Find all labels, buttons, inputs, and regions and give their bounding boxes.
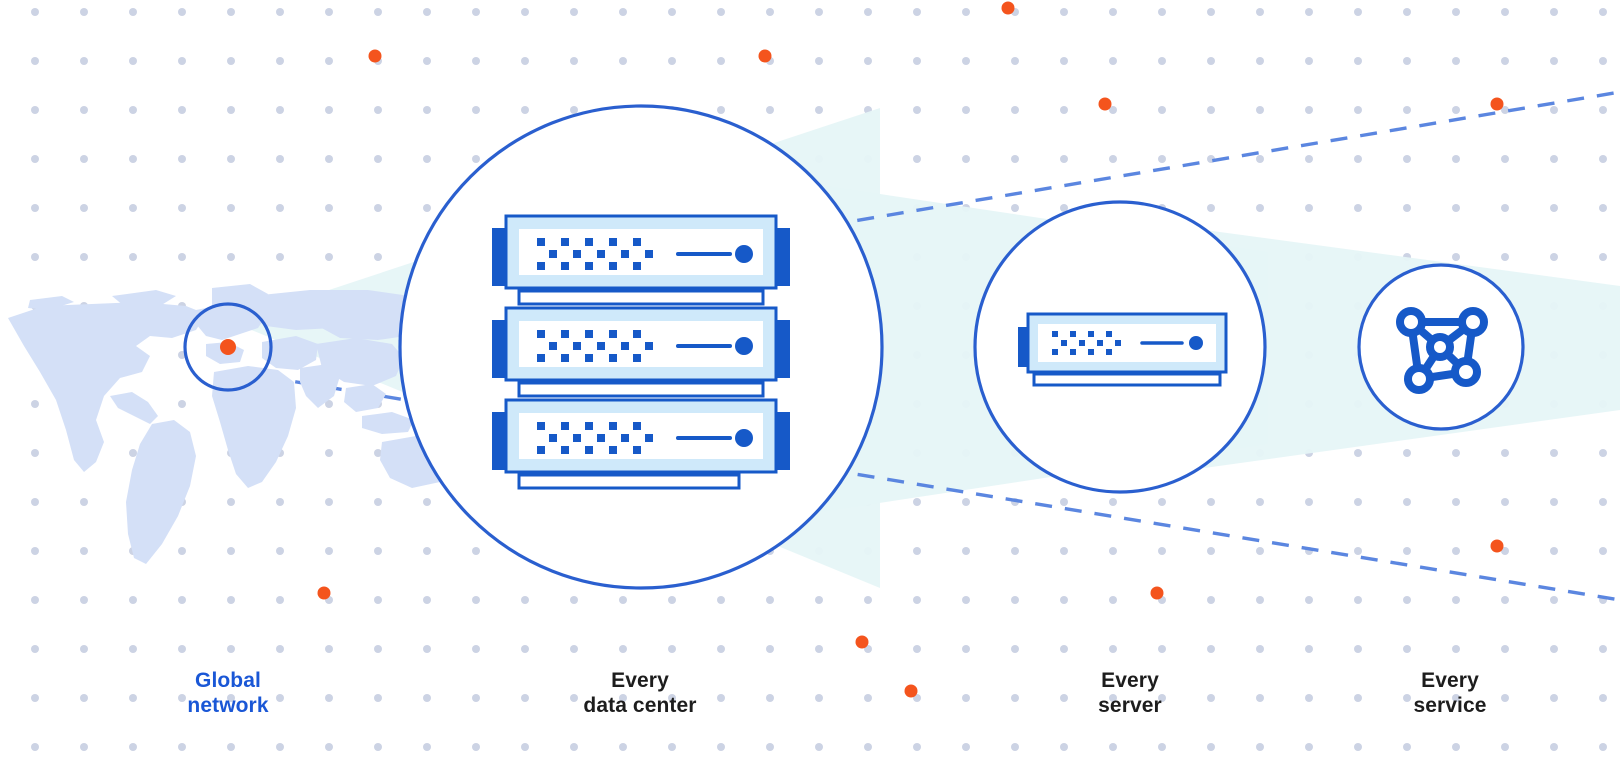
single-server-icon [1018,312,1228,387]
data-center-stage [398,104,884,590]
server-vent-dots [1052,331,1121,355]
server-rack-base [517,473,741,490]
highlight-dot [1490,97,1504,111]
server-unit [492,306,790,382]
highlight-dot [1150,586,1164,600]
highlight-dot [368,49,382,63]
stage-label-global-network: Global network [187,669,269,717]
server-shelf-bar [517,289,765,306]
server-status-led [735,245,753,263]
highlight-dot [1490,539,1504,553]
graph-node [1396,307,1426,337]
server-status-led [735,337,753,355]
highlight-dot [758,49,772,63]
dashed-line-upper [235,90,1620,327]
highlight-dot [1098,97,1112,111]
dashed-line-lower [235,370,1620,602]
stage-label-every-data-center: Every data center [583,669,697,717]
graph-node [1458,307,1488,337]
server-base-bar [1032,372,1222,387]
server-status-led [1189,336,1203,350]
server-circle-outline [973,200,1267,494]
graph-node [1451,357,1481,387]
server-unit [492,214,790,290]
service-circle-outline [1357,263,1525,431]
data-center-circle-outline [398,104,884,590]
stage-label-every-server: Every server [1098,669,1162,717]
world-map-icon [8,284,476,564]
server-unit [492,398,790,474]
network-graph-nodes [1396,307,1488,394]
stage-label-every-service: Every service [1413,669,1487,717]
service-stage [1357,263,1525,431]
highlight-dot-group [317,1,1504,698]
server-rack-icon [492,214,790,490]
location-pin-dot [220,339,236,355]
map-zoom-circle [183,302,273,392]
server-face-panel [1038,324,1216,362]
graph-node [1404,364,1434,394]
dashed-connector-group [235,90,1620,602]
server-vent-dots [537,330,653,362]
server-shelf-bar [517,381,765,398]
server-stage [973,200,1267,494]
server-status-led [735,429,753,447]
highlight-dot [855,635,869,649]
server-vent-dots [537,422,653,454]
highlight-dot [1001,1,1015,15]
server-vent-dots [537,238,653,270]
highlight-dot [317,586,331,600]
graph-node-center [1426,333,1454,361]
highlight-dot [904,684,918,698]
